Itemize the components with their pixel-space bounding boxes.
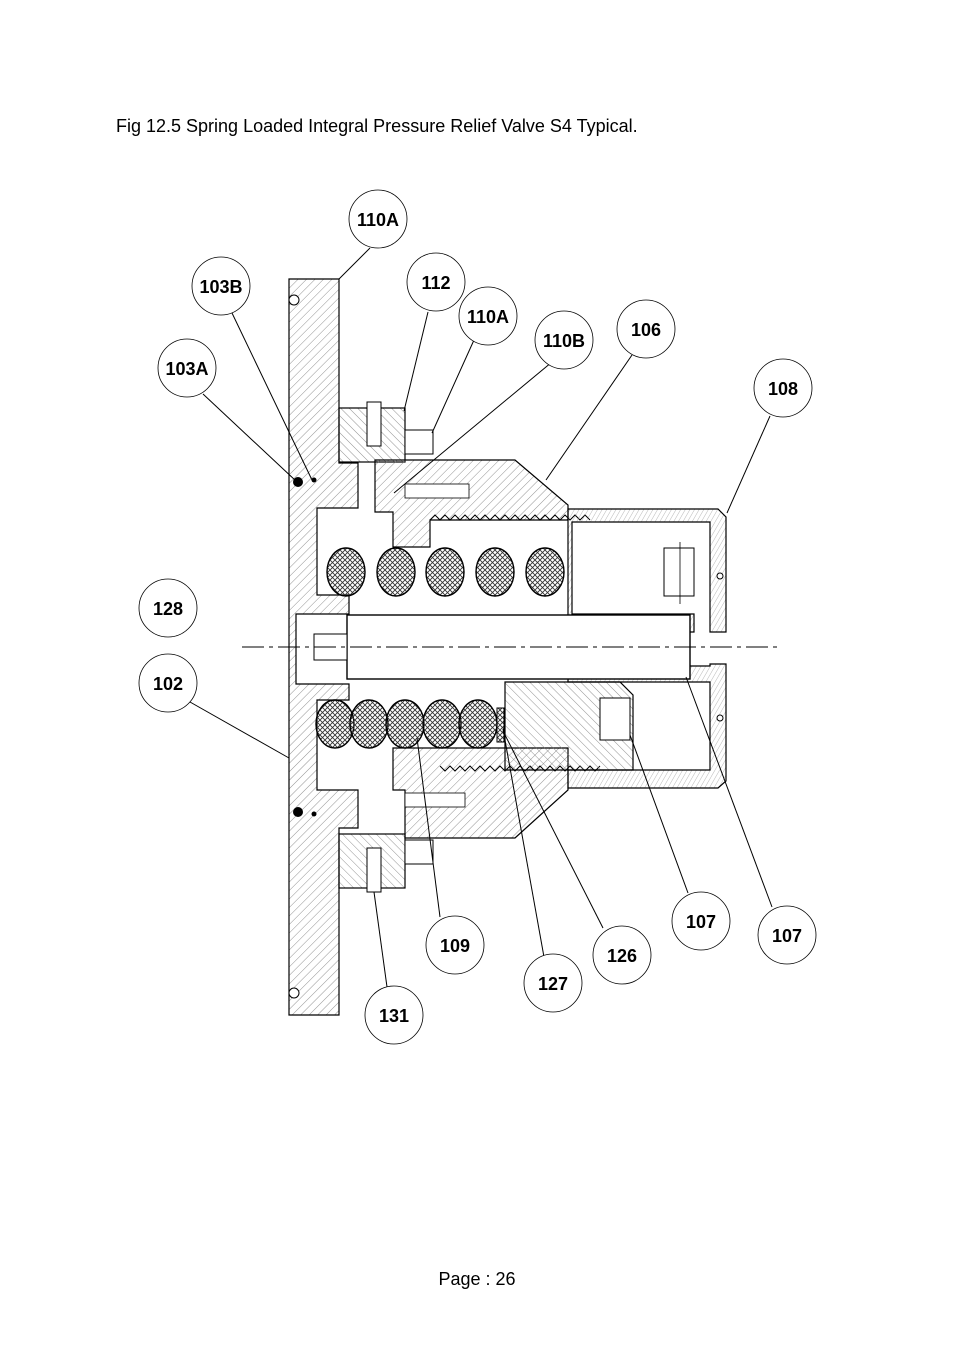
balloon-label: 107 xyxy=(686,912,716,932)
balloon-109: 109 xyxy=(425,915,485,975)
balloon-126: 126 xyxy=(592,925,652,985)
balloon-label: 131 xyxy=(379,1006,409,1026)
balloon-label: 106 xyxy=(631,320,661,340)
balloon-label: 112 xyxy=(421,273,450,293)
balloon-107-left: 107 xyxy=(671,891,731,951)
balloon-label: 126 xyxy=(607,946,637,966)
balloon-label: 110B xyxy=(543,331,585,351)
balloon-103A: 103A xyxy=(157,338,217,398)
figure-caption: Fig 12.5 Spring Loaded Integral Pressure… xyxy=(116,116,638,136)
balloon-107-right: 107 xyxy=(757,905,817,965)
spring-upper xyxy=(326,547,565,597)
balloon-112: 112 xyxy=(406,252,466,312)
page-number: Page : 26 xyxy=(438,1269,516,1289)
balloon-label: 128 xyxy=(153,599,183,619)
thread-top xyxy=(429,514,591,521)
balloon-103B: 103B xyxy=(191,256,251,316)
balloon-label: 110A xyxy=(467,307,509,327)
balloon-label: 102 xyxy=(153,674,183,694)
leader-lines xyxy=(189,247,773,988)
balloon-102: 102 xyxy=(138,653,198,713)
cover-plate xyxy=(288,278,359,1016)
balloon-106: 106 xyxy=(616,299,676,359)
valve-body-upper xyxy=(374,459,569,548)
balloon-131: 131 xyxy=(364,985,424,1045)
balloon-110A-top: 110A xyxy=(348,189,408,249)
balloon-110A-mid: 110A xyxy=(458,286,518,346)
balloon-label: 127 xyxy=(538,974,568,994)
balloon-label: 103B xyxy=(199,277,242,297)
balloon-128: 128 xyxy=(138,578,198,638)
balloon-label: 109 xyxy=(440,936,470,956)
adjuster-cap xyxy=(567,508,727,633)
balloon-label: 110A xyxy=(357,210,399,230)
balloon-110B: 110B xyxy=(534,310,594,370)
spring-lower xyxy=(315,699,498,749)
balloon-label: 107 xyxy=(772,926,802,946)
balloon-label: 103A xyxy=(165,359,208,379)
balloon-label: 108 xyxy=(768,379,798,399)
balloon-108: 108 xyxy=(753,358,813,418)
balloon-127: 127 xyxy=(523,953,583,1013)
